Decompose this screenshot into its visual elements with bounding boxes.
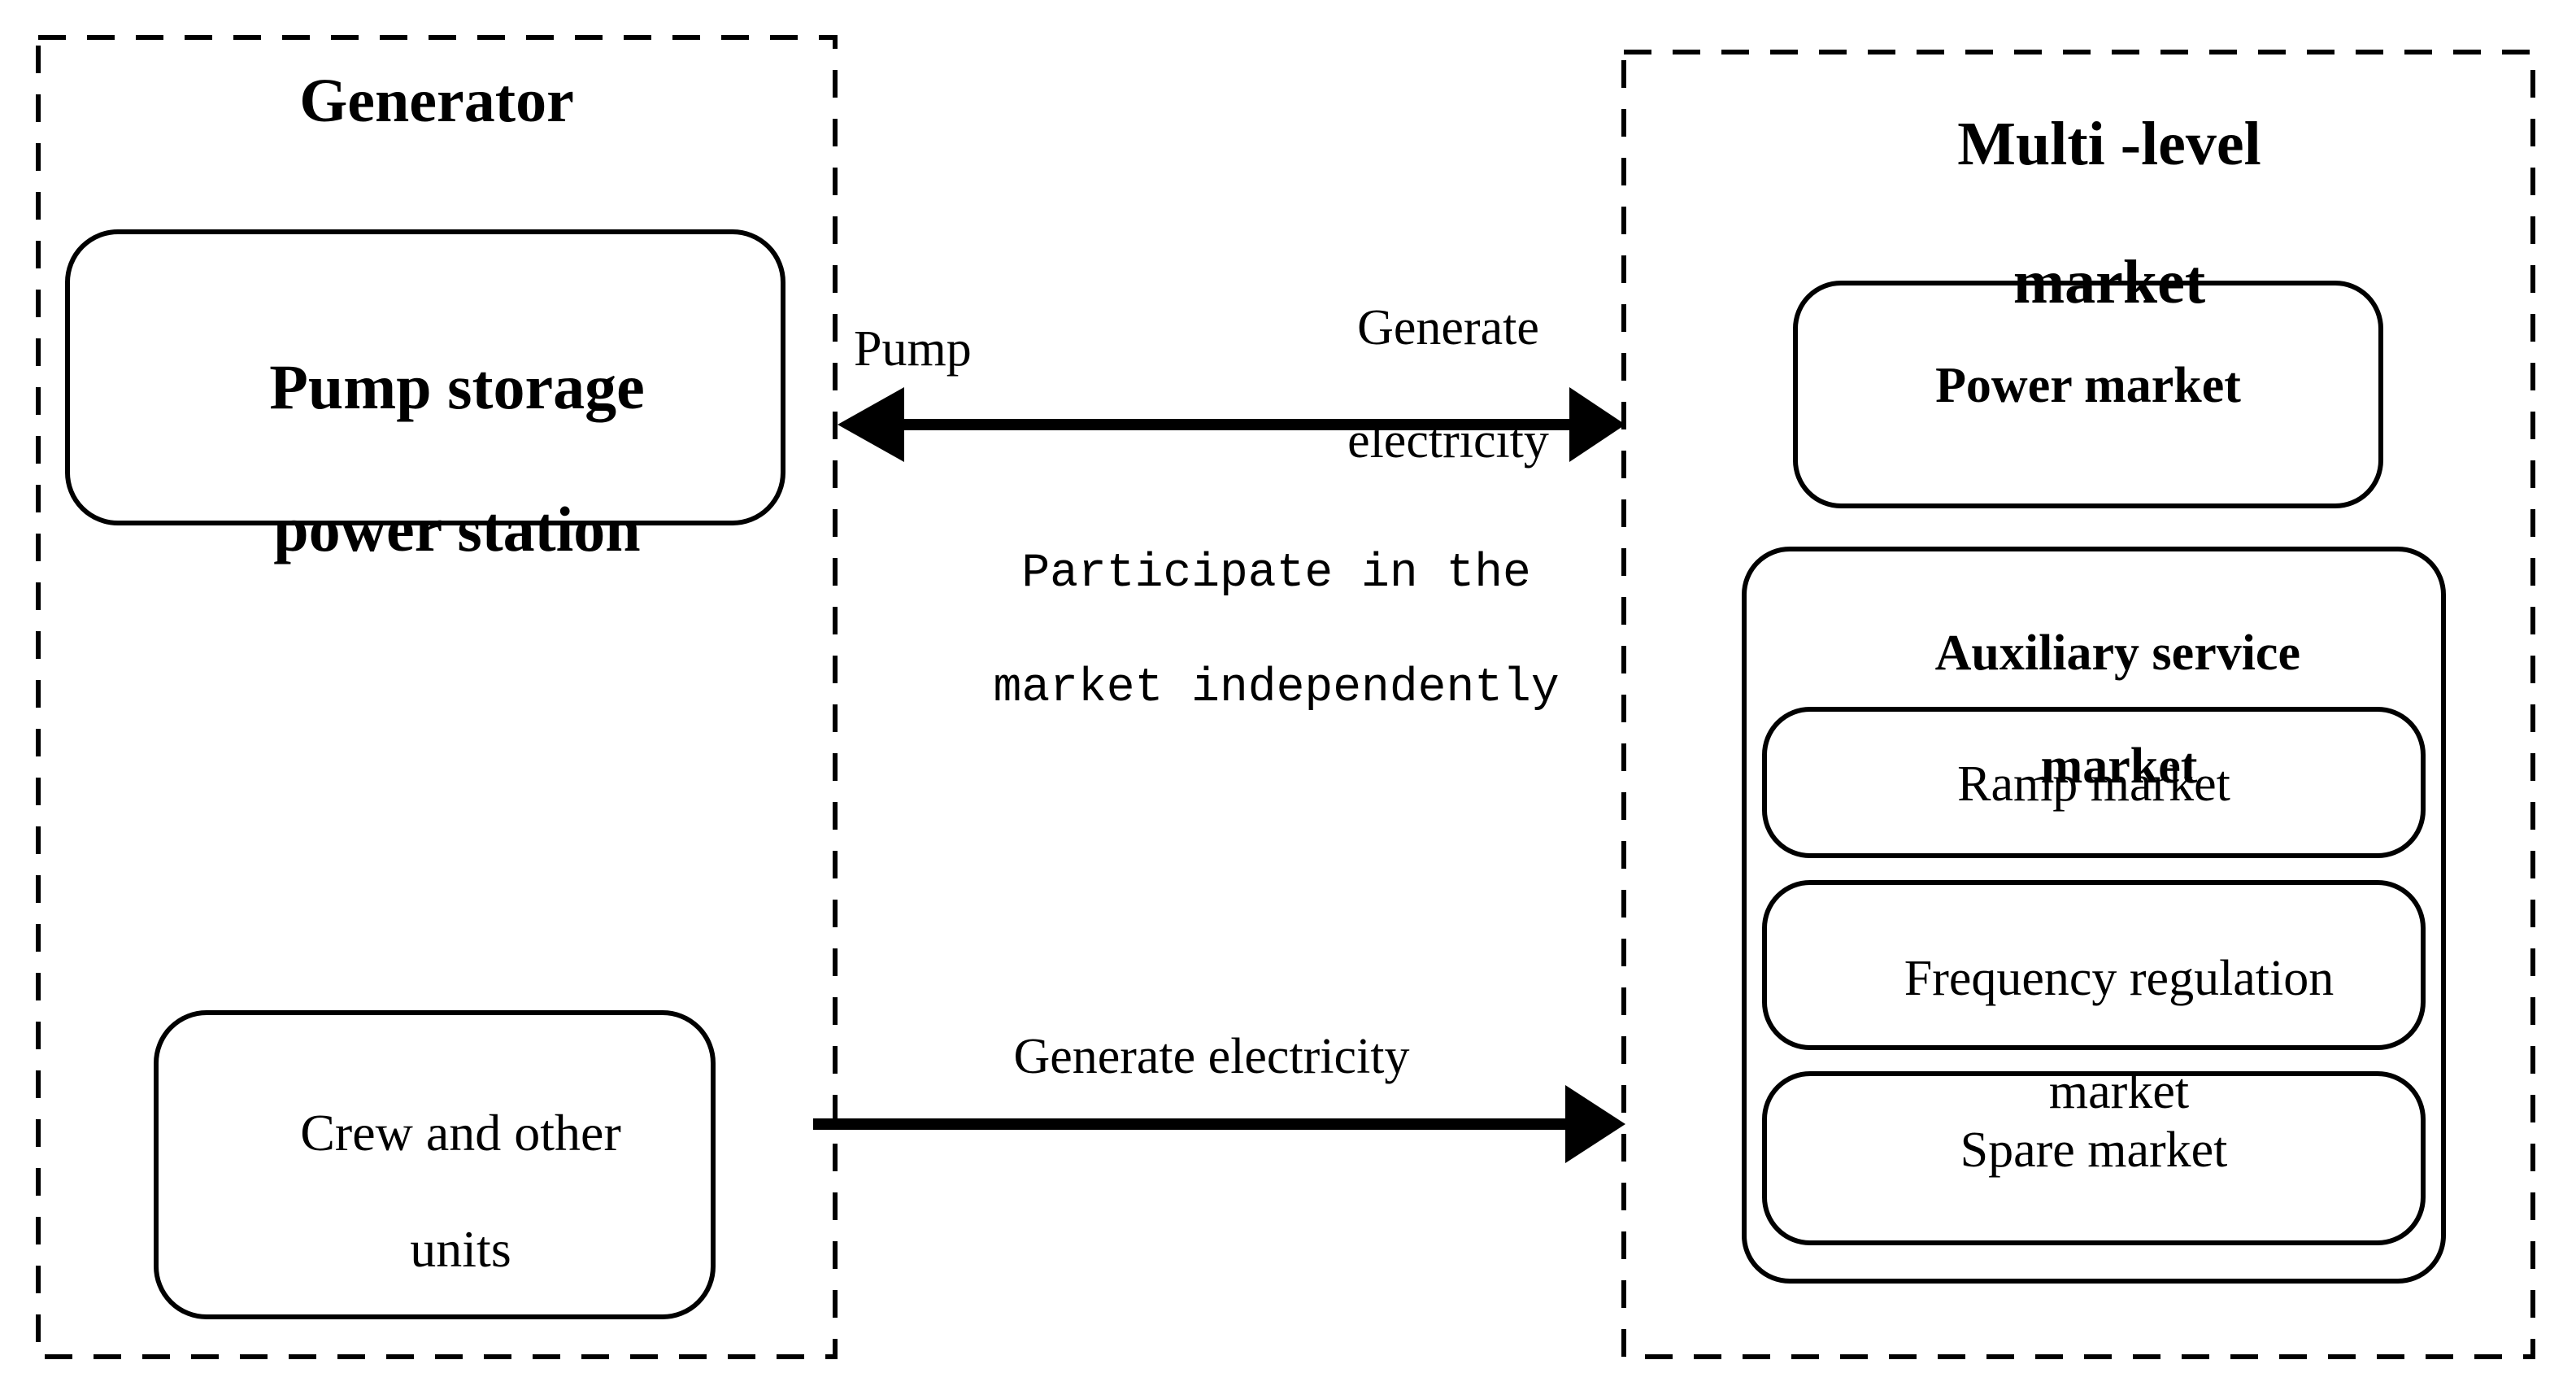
crew-and-other-units-label: Crew and other units [156, 1045, 713, 1336]
bidirectional-arrow-head-right [1569, 387, 1625, 462]
generate-electricity-label-line1: Generate [1357, 300, 1539, 356]
crew-label-line2: units [410, 1220, 511, 1279]
generate-electricity-connector-label: Generate electricity [1244, 244, 1602, 526]
pump-storage-label-line1: Pump storage [269, 351, 645, 423]
generator-group-border [36, 35, 838, 1359]
spare-market-box[interactable] [1762, 1071, 2426, 1245]
ramp-market-box[interactable] [1762, 707, 2426, 858]
frequency-regulation-market-label: Frequency regulation market [1764, 895, 2423, 1177]
generate-electricity-arrow-head [1565, 1085, 1625, 1163]
participate-market-note: Participate in the market independently [846, 488, 1594, 776]
frequency-label-line2: market [2048, 1064, 2190, 1120]
crew-and-other-units-box[interactable] [154, 1010, 716, 1319]
spare-market-label: Spare market [1960, 1122, 2228, 1178]
pump-storage-label-line2: power station [273, 494, 641, 565]
power-market-box[interactable] [1793, 281, 2383, 508]
generate-electricity-bottom-label: Generate electricity [1013, 1029, 1410, 1084]
pump-storage-power-station-box[interactable] [65, 229, 785, 525]
multi-level-market-title: Multi -level market [1624, 41, 2533, 387]
ramp-market-label: Ramp market [1957, 756, 2230, 812]
auxiliary-label-line2: market [2040, 739, 2198, 795]
power-market-label: Power market [1935, 358, 2241, 413]
crew-label-line1: Crew and other [300, 1103, 621, 1162]
auxiliary-service-market-label: Auxiliary service market [1744, 569, 2443, 852]
generator-title: Generator [299, 67, 574, 135]
multi-level-market-title-line2: market [2012, 248, 2206, 317]
bidirectional-arrow-head-left [838, 387, 904, 462]
pump-connector-label: Pump [854, 321, 972, 377]
frequency-label-line1: Frequency regulation [1904, 951, 2334, 1007]
frequency-regulation-market-box[interactable] [1762, 880, 2426, 1050]
multi-level-market-title-line1: Multi -level [1957, 110, 2261, 179]
generate-electricity-label-line2: electricity [1347, 413, 1549, 469]
participate-note-line1: Participate in the [1021, 547, 1531, 600]
multi-level-market-group-border [1621, 50, 2535, 1359]
pump-storage-power-station-label: Pump storage power station [67, 281, 783, 636]
participate-note-line2: market independently [993, 662, 1560, 716]
auxiliary-label-line1: Auxiliary service [1934, 625, 2300, 682]
